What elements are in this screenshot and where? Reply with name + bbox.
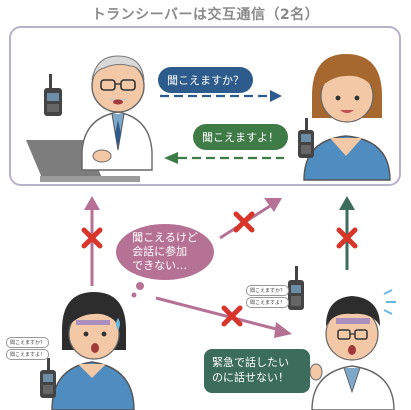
emergency-line-1: 緊急で話したい — [212, 356, 289, 370]
diagram-title: トランシーバーは交互通信（2名） — [91, 7, 320, 23]
arrow-question-right — [160, 90, 282, 102]
cross-icon — [221, 305, 243, 327]
thought-dot — [131, 292, 137, 298]
cross-icon — [81, 227, 103, 249]
laptop-base — [40, 176, 140, 182]
mini-bubble-right-1: 聞こえますか？ — [246, 285, 290, 296]
emergency-bubble: 緊急で話したい のに話せない！ — [204, 349, 310, 393]
arrow-left-up-pink — [84, 196, 100, 286]
walkie-talkie-icon — [44, 74, 62, 116]
walkie-talkie-icon — [288, 266, 304, 310]
woman-top-figure — [303, 54, 391, 181]
question-bubble: 聞こえますか？ — [158, 67, 253, 93]
answer-bubble: 聞こえますよ！ — [193, 124, 288, 150]
walkie-talkie-icon — [40, 358, 56, 398]
center-line-3: できない… — [132, 258, 188, 272]
mini-bubble-right-2: 聞こえますよ！ — [246, 297, 290, 308]
arrow-answer-left — [164, 152, 284, 164]
emergency-line-2: のに話せない！ — [212, 371, 289, 384]
older-man-figure — [26, 55, 153, 182]
center-line-1: 聞こえるけど — [132, 231, 198, 245]
arrow-diagonal-down-pink — [155, 296, 292, 338]
worried-woman-figure — [51, 292, 135, 410]
cross-icon — [336, 227, 358, 249]
worried-man-figure — [309, 289, 396, 410]
thought-dot — [136, 282, 144, 290]
mini-bubble-left-2: 聞こえますよ！ — [6, 349, 50, 360]
walkie-talkie-icon — [298, 118, 314, 158]
cross-icon — [233, 211, 255, 233]
center-thought-bubble: 聞こえるけど 会話に参加 できない… — [116, 224, 214, 280]
mini-bubble-left-1: 聞こえますか？ — [6, 337, 50, 348]
center-line-2: 会話に参加 — [132, 245, 188, 259]
